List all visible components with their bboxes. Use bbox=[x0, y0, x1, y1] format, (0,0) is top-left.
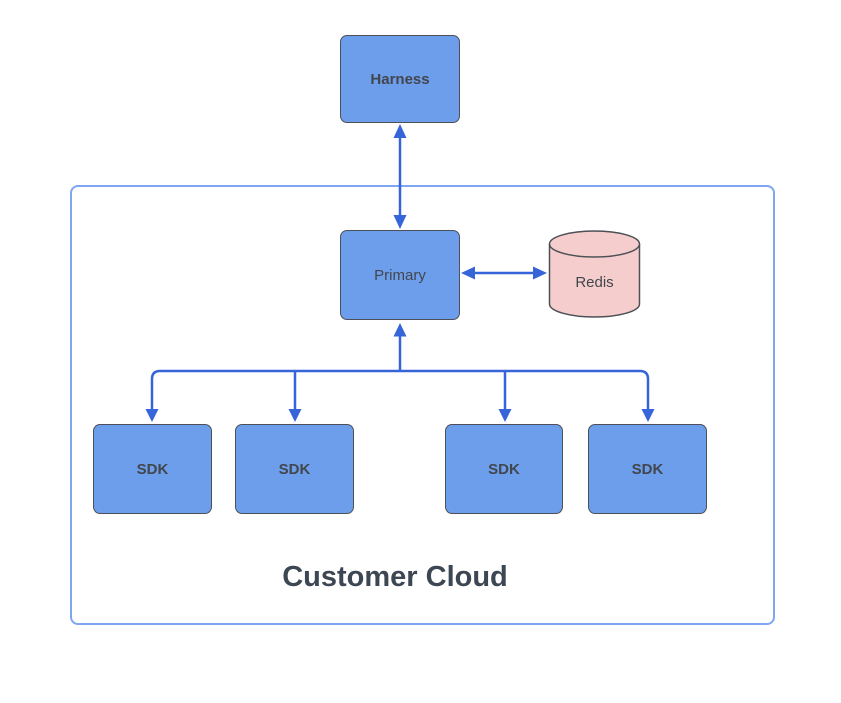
sdk-label: SDK bbox=[488, 460, 520, 478]
primary-node: Primary bbox=[340, 230, 460, 320]
harness-node: Harness bbox=[340, 35, 460, 123]
redis-cylinder-node: Redis bbox=[548, 229, 641, 319]
sdk-node-2: SDK bbox=[235, 424, 354, 514]
redis-label: Redis bbox=[575, 273, 614, 291]
sdk-node-1: SDK bbox=[93, 424, 212, 514]
primary-label: Primary bbox=[374, 266, 426, 284]
customer-cloud-container bbox=[70, 185, 775, 625]
sdk-node-4: SDK bbox=[588, 424, 707, 514]
sdk-label: SDK bbox=[136, 460, 169, 478]
sdk-node-3: SDK bbox=[445, 424, 563, 514]
sdk-label: SDK bbox=[631, 460, 664, 478]
database-cylinder-icon bbox=[548, 230, 641, 318]
sdk-label: SDK bbox=[278, 460, 311, 478]
arrowhead-up-harness bbox=[393, 124, 407, 138]
harness-label: Harness bbox=[370, 70, 430, 88]
customer-cloud-label: Customer Cloud bbox=[282, 561, 508, 593]
